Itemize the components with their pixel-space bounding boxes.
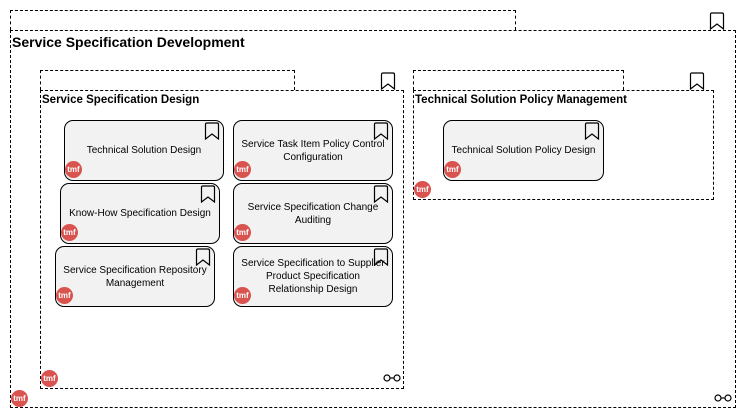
group-tab bbox=[40, 70, 295, 90]
tmf-badge: tmf bbox=[61, 224, 78, 241]
tmf-badge: tmf bbox=[234, 287, 251, 304]
capability-label: Service Specification to Supplier Produc… bbox=[241, 258, 385, 295]
tmf-badge: tmf bbox=[234, 224, 251, 241]
group-title: Service Specification Design bbox=[42, 94, 200, 106]
capability-service-specification-repository-management[interactable]: Service Specification Repository Managem… bbox=[55, 246, 215, 307]
bookmark-icon bbox=[584, 122, 600, 140]
capability-service-specification-to-supplier-product-specification-relationship-design[interactable]: Service Specification to Supplier Produc… bbox=[233, 246, 393, 307]
capability-service-task-item-policy-control-configuration[interactable]: Service Task Item Policy Control Configu… bbox=[233, 120, 393, 181]
bookmark-icon bbox=[380, 72, 396, 90]
tmf-badge: tmf bbox=[444, 161, 461, 178]
link-icon bbox=[714, 394, 732, 402]
group-frame-service-specification-design[interactable] bbox=[40, 90, 404, 389]
tmf-badge: tmf bbox=[56, 287, 73, 304]
outer-group-frame[interactable] bbox=[10, 30, 736, 408]
link-icon bbox=[383, 374, 401, 382]
group-tab bbox=[413, 70, 624, 90]
capability-label: Service Specification Repository Managem… bbox=[63, 264, 207, 289]
capability-label: Technical Solution Design bbox=[86, 145, 202, 156]
tmf-badge: tmf bbox=[65, 161, 82, 178]
capability-label: Know-How Specification Design bbox=[69, 208, 211, 219]
bookmark-icon bbox=[373, 248, 389, 266]
bookmark-icon bbox=[709, 12, 725, 30]
capability-service-specification-change-auditing[interactable]: Service Specification Change Auditing bbox=[233, 183, 393, 244]
group-title: Technical Solution Policy Management bbox=[415, 94, 627, 106]
outer-tab bbox=[10, 10, 516, 30]
capability-technical-solution-policy-design[interactable]: Technical Solution Policy Design bbox=[443, 120, 604, 181]
bookmark-icon bbox=[689, 72, 705, 90]
bookmark-icon bbox=[195, 248, 211, 266]
bookmark-icon bbox=[373, 185, 389, 203]
group-frame-technical-solution-policy-management[interactable] bbox=[413, 90, 714, 200]
capability-label: Technical Solution Policy Design bbox=[451, 145, 596, 156]
outer-group-title: Service Specification Development bbox=[12, 34, 245, 50]
tmf-badge: tmf bbox=[234, 161, 251, 178]
tmf-badge: tmf bbox=[11, 390, 28, 407]
bookmark-icon bbox=[373, 122, 389, 140]
tmf-badge: tmf bbox=[41, 370, 58, 387]
capability-know-how-specification-design[interactable]: Know-How Specification Design bbox=[60, 183, 220, 244]
capability-technical-solution-design[interactable]: Technical Solution Design bbox=[64, 120, 224, 181]
capability-label: Service Specification Change Auditing bbox=[247, 201, 379, 226]
bookmark-icon bbox=[200, 185, 216, 203]
tmf-badge: tmf bbox=[414, 181, 431, 198]
bookmark-icon bbox=[204, 122, 220, 140]
capability-label: Service Task Item Policy Control Configu… bbox=[241, 138, 385, 163]
